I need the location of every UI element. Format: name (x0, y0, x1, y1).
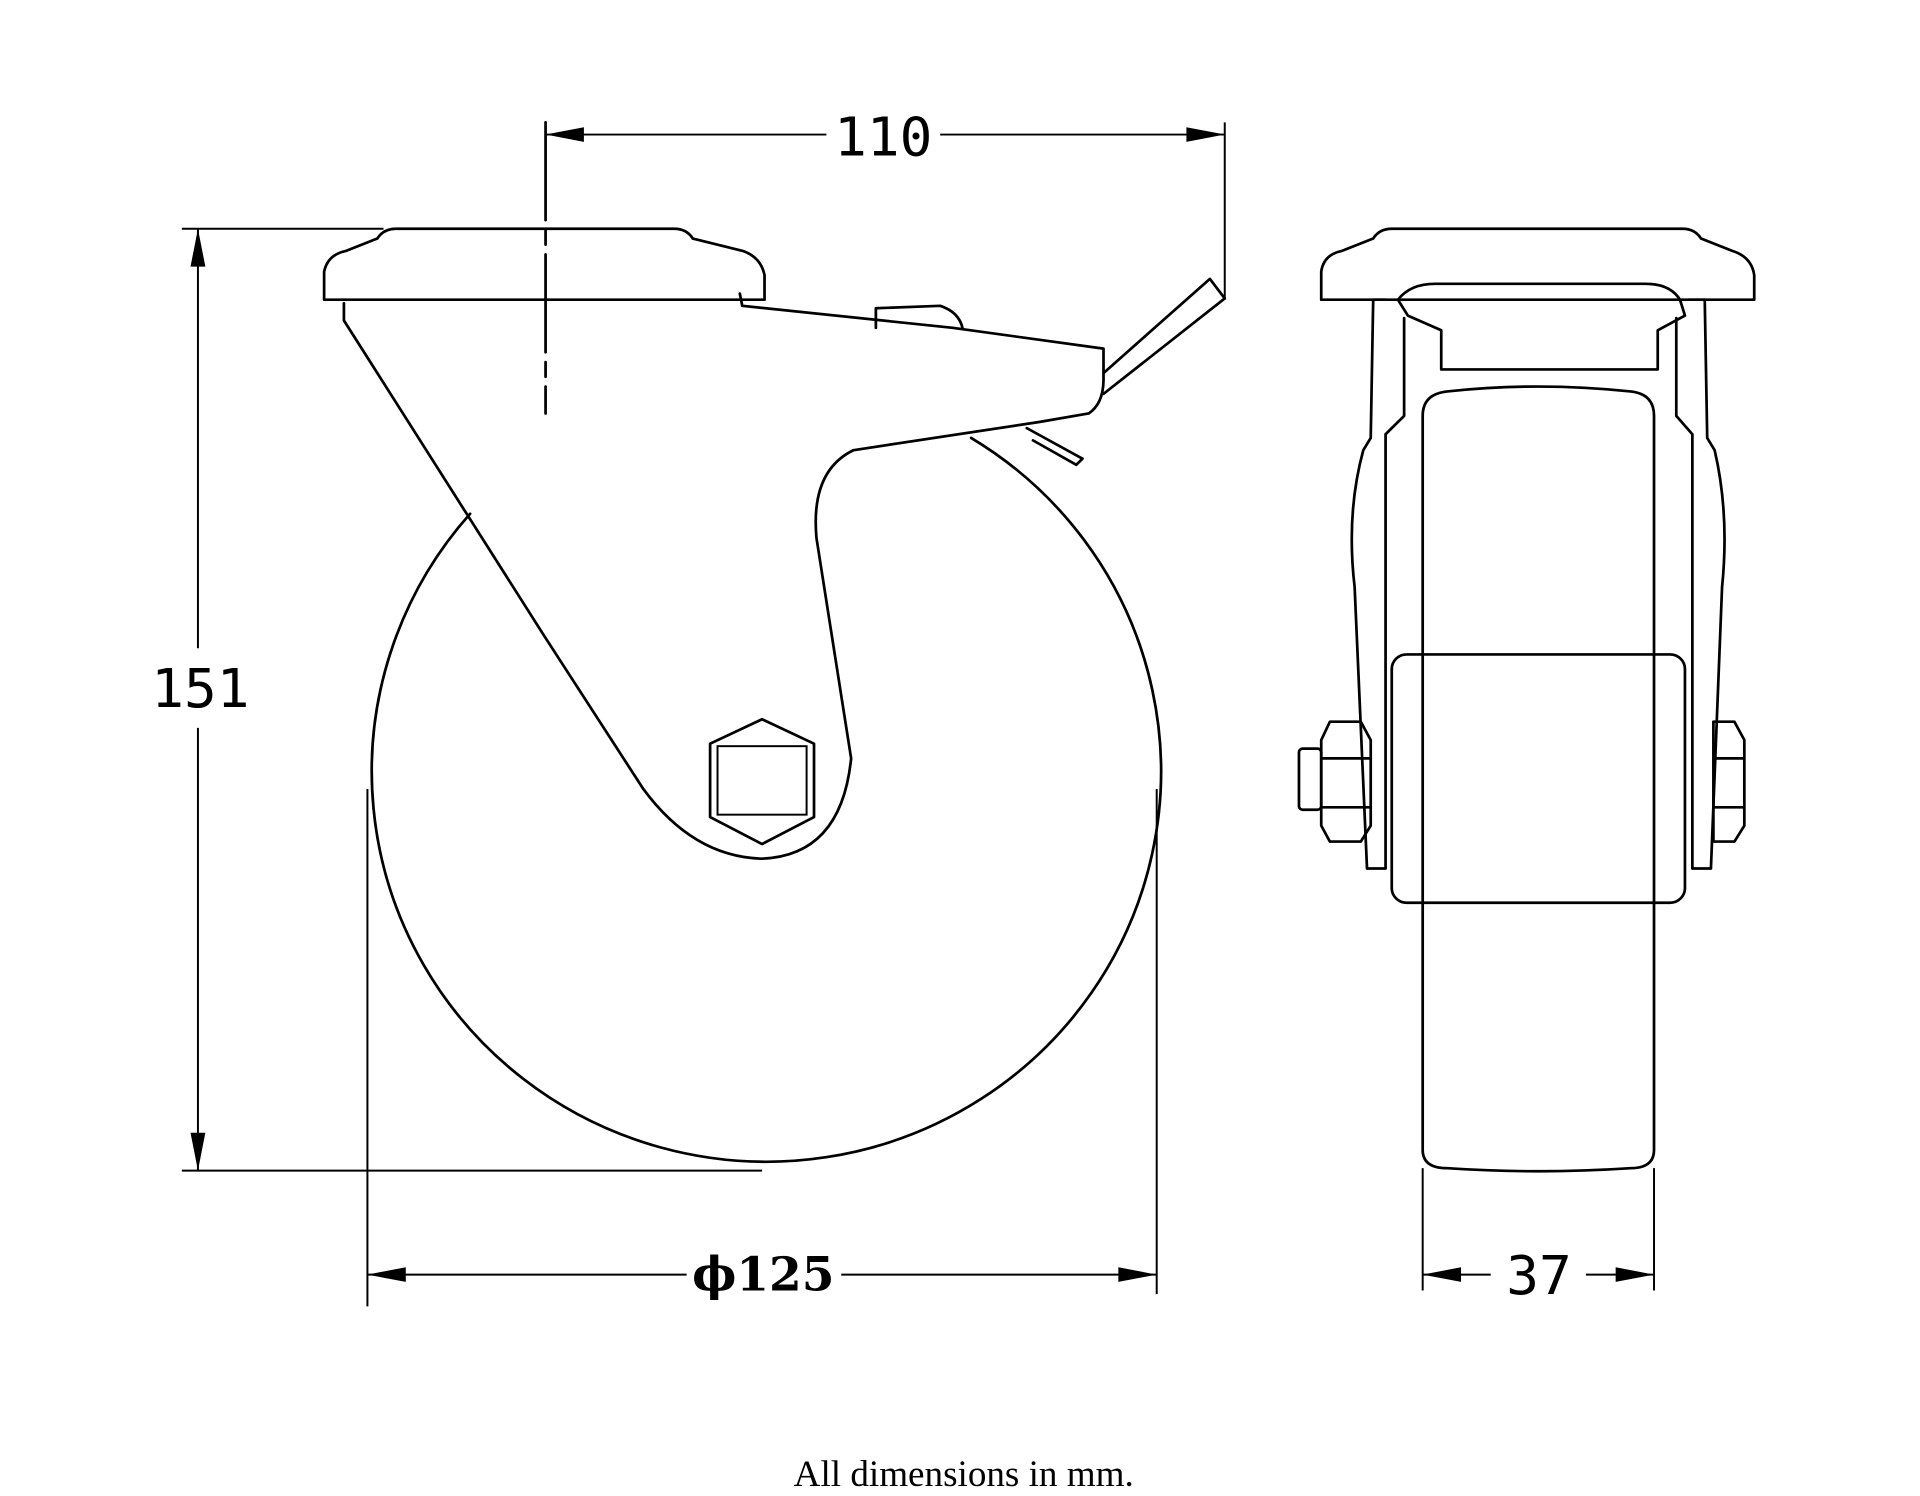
fork-leg-right (1674, 298, 1726, 870)
brake-pedal (1102, 277, 1227, 396)
side-view (322, 120, 1227, 1164)
brake-housing (874, 304, 964, 330)
fork-leg-left (1350, 298, 1406, 870)
wheel-hub (1390, 653, 1687, 905)
wheel-tyre (1421, 385, 1656, 1173)
dimension-110: 110 (545, 106, 1226, 300)
top-plate (322, 227, 766, 302)
axle-nut-face (716, 745, 808, 816)
wheel-outline (370, 436, 1163, 1164)
front-top-plate (1319, 227, 1756, 302)
front-view (1297, 227, 1756, 1173)
nut-right (1712, 720, 1746, 843)
dimension-151-label: 151 (151, 657, 249, 720)
fork-bracket (1396, 282, 1687, 371)
dimension-37: 37 (1421, 1168, 1656, 1307)
dimension-125: ϕ125 (366, 788, 1158, 1307)
axle-nut (708, 717, 816, 846)
axle-end (1297, 747, 1323, 812)
units-note: All dimensions in mm. (794, 1453, 1134, 1494)
swivel-fork (342, 292, 1105, 861)
dimension-125-label: ϕ125 (692, 1248, 834, 1303)
dimension-151: 151 (151, 227, 763, 1172)
dimension-37-label: 37 (1506, 1244, 1572, 1307)
dimension-110-label: 110 (834, 106, 932, 169)
brake-pad (1025, 426, 1084, 467)
